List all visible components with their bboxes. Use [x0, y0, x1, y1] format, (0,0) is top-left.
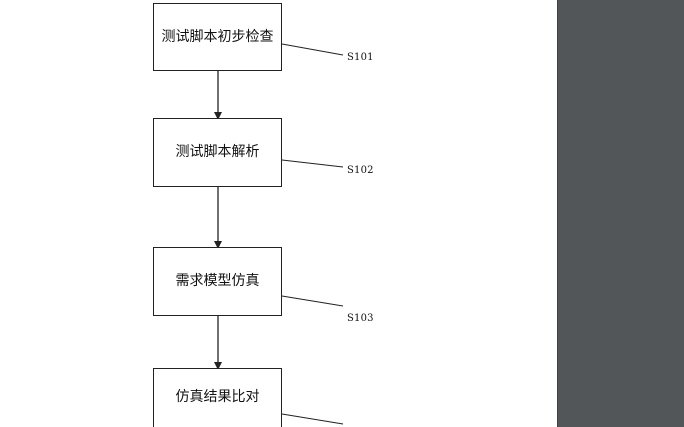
step-label-s101: S101	[347, 52, 374, 63]
step-label-s103: S103	[347, 313, 374, 324]
flow-step-s103-text: 需求模型仿真	[175, 273, 260, 289]
step-label-s102: S102	[347, 165, 374, 176]
flow-step-s102-text: 测试脚本解析	[175, 144, 260, 160]
flow-step-s102: 测试脚本解析	[153, 118, 282, 187]
flowchart-connectors	[214, 43, 344, 425]
flow-step-s101: 测试脚本初步检查	[153, 3, 282, 71]
viewer-background-pane	[557, 0, 684, 427]
flow-step-s103: 需求模型仿真	[153, 247, 282, 316]
document-page: 测试脚本初步检查 测试脚本解析 需求模型仿真 仿真结果比对 S101 S102 …	[153, 3, 374, 427]
flow-step-s104-text: 仿真结果比对	[175, 389, 260, 405]
leader-s101	[281, 43, 344, 56]
leader-s102	[281, 159, 344, 168]
leader-s104	[281, 413, 344, 425]
flow-step-s101-text: 测试脚本初步检查	[161, 28, 274, 45]
leader-s103	[281, 295, 344, 307]
flow-step-s104: 仿真结果比对	[153, 368, 282, 427]
